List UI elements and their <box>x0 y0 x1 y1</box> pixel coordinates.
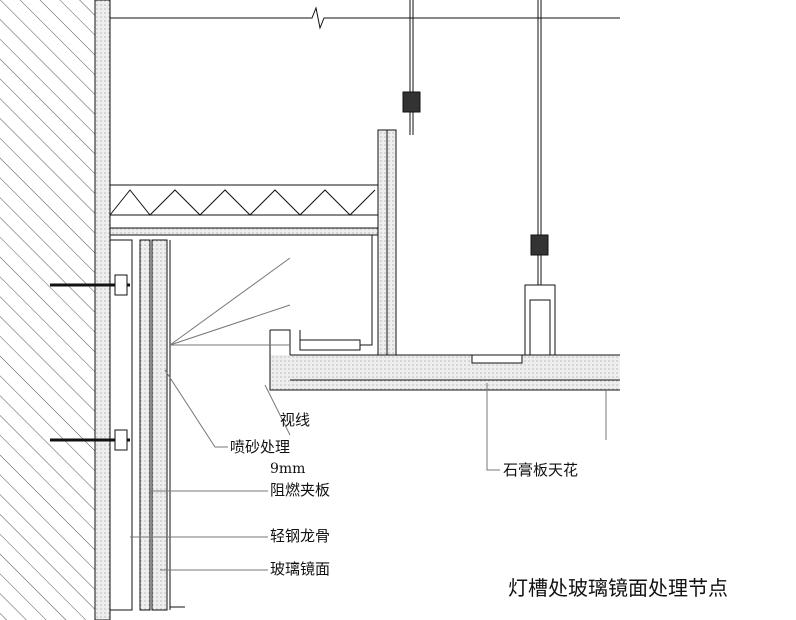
label-sandblast: 喷砂处理 <box>230 438 291 456</box>
anchor-bolt <box>50 429 130 451</box>
keel-layer <box>109 239 133 611</box>
label-sightline: 视线 <box>280 411 311 429</box>
drawing-title: 灯槽处玻璃镜面处理节点 <box>508 576 728 600</box>
label-thickness: 9mm <box>270 461 306 477</box>
gypsum-ceiling <box>270 355 620 390</box>
anchor-bolt <box>50 274 130 296</box>
wall-finish <box>94 0 111 620</box>
slab-line <box>110 6 620 30</box>
label-mirror: 玻璃镜面 <box>270 560 331 578</box>
label-ceiling: 石膏板天花 <box>503 461 579 479</box>
label-keel: 轻钢龙骨 <box>270 527 331 545</box>
mirror-layer <box>151 239 168 611</box>
board-layer <box>139 239 151 611</box>
label-board: 阻燃夹板 <box>270 481 331 499</box>
concrete-wall <box>0 0 95 620</box>
